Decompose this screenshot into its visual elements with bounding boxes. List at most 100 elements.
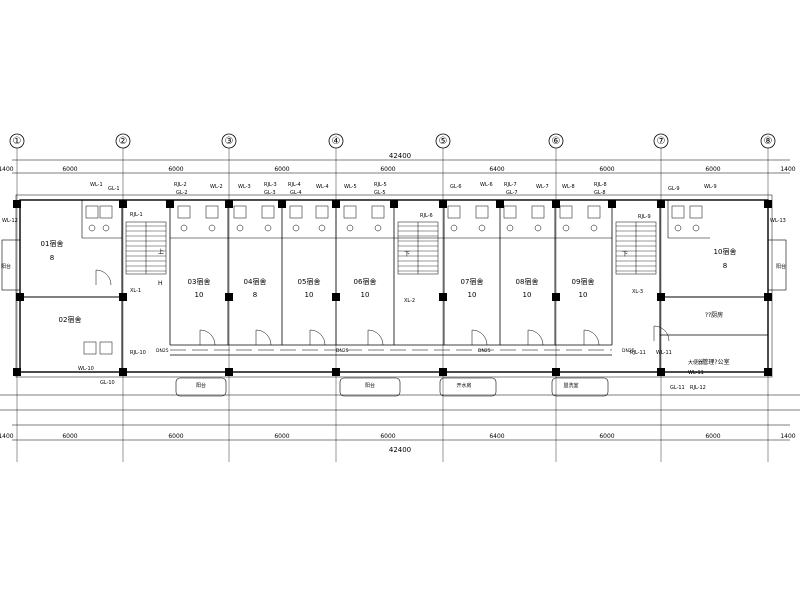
door-swing (367, 329, 384, 346)
fixture-box (531, 205, 545, 219)
room-name: ??厨房 (705, 311, 723, 319)
column (390, 200, 398, 208)
pipe-label: WL-10 (78, 366, 94, 372)
fixture-round (292, 224, 300, 232)
room-occupancy: 8 (253, 291, 257, 299)
pipe-label: RJL-7 (504, 182, 517, 188)
text-layer: 42400 42400 1400 6000 6000 6000 6000 640… (0, 136, 796, 454)
span-dimension: 6000 (274, 166, 289, 173)
fixture-round (88, 224, 96, 232)
pipe-label: RJL-11 (630, 350, 646, 356)
fixture-box (559, 205, 573, 219)
room-occupancy: 10 (468, 291, 477, 299)
door-swing (653, 325, 670, 342)
pipe-label: RJL-4 (288, 182, 301, 188)
fixture-round (236, 224, 244, 232)
column (225, 293, 233, 301)
fixture-round (674, 224, 682, 232)
pipe-label: GL-5 (374, 190, 386, 196)
fixture-box (447, 205, 461, 219)
fixture-round (450, 224, 458, 232)
span-dimension: 6000 (168, 166, 183, 173)
room-occupancy: 8 (723, 262, 727, 270)
pipe-label: RJL-2 (174, 182, 187, 188)
pipe-label: WL-9 (704, 184, 717, 190)
pipe-label: WL-11 (688, 370, 704, 376)
pipe-size: DN25 (478, 348, 491, 354)
balcony-outline (339, 377, 401, 397)
pipe-label: XL-3 (632, 289, 643, 295)
fixture-round (180, 224, 188, 232)
fixture-round (346, 224, 354, 232)
column (439, 200, 447, 208)
span-dimension: 6000 (705, 433, 720, 440)
fixture-box (85, 205, 99, 219)
structural-columns (13, 200, 772, 376)
fixture-round (590, 224, 598, 232)
pipe-label: WL-3 (238, 184, 251, 190)
room-name: 管理?公室 (702, 358, 729, 366)
door-swings (95, 269, 670, 346)
pipe-label: WL-12 (2, 218, 18, 224)
pipe-size: DN25 (336, 348, 349, 354)
span-dimension: 6400 (489, 433, 504, 440)
pipe-label: WL-13 (770, 218, 786, 224)
pipe-label: WL-11 (656, 350, 672, 356)
pipe-label: GL-11 (670, 385, 685, 391)
pipe-label: WL-2 (210, 184, 223, 190)
pipe-label: GL-6 (450, 184, 462, 190)
door-swing (471, 329, 488, 346)
pipe-label: GL-10 (100, 380, 115, 386)
column (119, 293, 127, 301)
span-dimension: 6000 (168, 433, 183, 440)
axis-label: ① (13, 136, 22, 147)
column (764, 293, 772, 301)
bathroom-fixtures (83, 205, 703, 355)
balcony-label: 开水房 (456, 382, 471, 389)
balcony-label: 阳台 (776, 263, 786, 270)
fixture-round (478, 224, 486, 232)
fixture-box (475, 205, 489, 219)
stair-treads (126, 222, 656, 274)
column (552, 293, 560, 301)
pipe-label: GL-9 (668, 186, 680, 192)
column (439, 368, 447, 376)
span-dimension: 6000 (274, 433, 289, 440)
span-dimension: 1400 (780, 433, 795, 440)
fixture-round (562, 224, 570, 232)
axis-label: ② (119, 136, 128, 147)
pipe-label: WL-7 (536, 184, 549, 190)
misc-label: H (158, 280, 163, 287)
axis-label: ⑧ (764, 136, 773, 147)
span-dimension: 1400 (0, 433, 14, 440)
balcony-label: 盥洗室 (563, 382, 578, 389)
dimension-lines (12, 159, 790, 441)
fixture-round (534, 224, 542, 232)
column (225, 368, 233, 376)
fixture-box (261, 205, 275, 219)
door-swing (255, 329, 272, 346)
pipe-label: GL-1 (108, 186, 120, 192)
column (764, 200, 772, 208)
room-name: 10宿舍 (714, 247, 737, 256)
fixture-round (692, 224, 700, 232)
fixture-box (671, 205, 685, 219)
building-outline (0, 194, 800, 411)
pipe-label: RJL-6 (420, 213, 433, 219)
column (332, 368, 340, 376)
column (552, 368, 560, 376)
room-occupancy: 10 (195, 291, 204, 299)
room-name: 01宿舍 (41, 239, 64, 248)
pipe-label: WL-1 (90, 182, 103, 188)
axis-label: ⑦ (657, 136, 666, 147)
misc-label: 大便器 (688, 359, 703, 366)
pipe-label: GL-8 (594, 190, 606, 196)
column (608, 200, 616, 208)
room-occupancy: 10 (361, 291, 370, 299)
column (764, 368, 772, 376)
column (225, 200, 233, 208)
axis-label: ④ (332, 136, 341, 147)
column (119, 200, 127, 208)
balcony-outline (551, 377, 609, 397)
